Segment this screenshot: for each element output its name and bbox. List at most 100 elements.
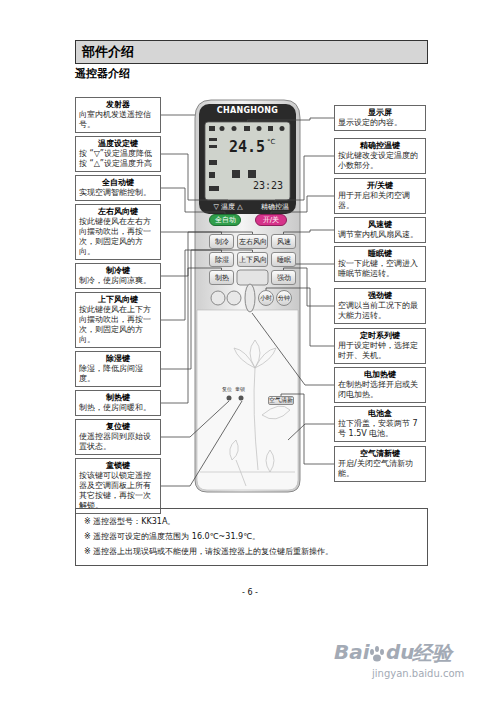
baidu-paw — [370, 646, 384, 662]
leader-line — [161, 154, 228, 202]
callout-title: 左右风向键 — [79, 207, 157, 217]
leader-line — [161, 401, 229, 437]
button-label: 上下风向 — [239, 255, 267, 265]
callout-title: 制热键 — [79, 393, 157, 403]
reset-hole — [227, 396, 232, 401]
callout-title: 风速键 — [338, 220, 422, 230]
lcd-reading: °C — [267, 138, 275, 146]
lcd-icons — [209, 126, 285, 191]
remote-body: CHANGHONG24.5°C23:23▽ 温度 △精确控温全自动开/关制冷左右… — [195, 100, 300, 492]
remote-button: 制冷 — [209, 234, 234, 249]
callout-box: 定时系列键用于设定时钟，选择定时开、关机。 — [334, 328, 426, 364]
strip-key: ▽ 温度 △ — [203, 202, 253, 211]
button-label: 风速 — [277, 237, 291, 247]
round-button — [227, 291, 241, 305]
callout-title: 上下风向键 — [79, 295, 157, 305]
button-label: 开/关 — [263, 215, 279, 225]
callout-text: 按此键改变设定温度的小数部分。 — [338, 151, 422, 171]
callout-title: 童锁键 — [79, 461, 157, 471]
callout-text: 按此键使风在上下方向摆动吹出，再按一次，则固定风的方向。 — [79, 305, 157, 345]
round-button — [211, 291, 225, 305]
callout-box: 电池盒拉下滑盖，安装两节 7 号 1.5V 电池。 — [334, 406, 426, 442]
lotus-decoration — [230, 340, 290, 486]
callout-title: 全自动键 — [79, 178, 157, 188]
remote-mark: 童锁 — [235, 386, 245, 392]
button-label: 睡眠 — [277, 255, 291, 265]
leader-line — [266, 288, 334, 346]
callout-box: 发射器向室内机发送遥控信号。 — [75, 97, 161, 133]
callout-box: 复位键使遥控器回到原始设置状态。 — [75, 419, 161, 455]
callout-text: 在制热时选择开启或关闭电加热。 — [338, 380, 422, 400]
leader-line — [248, 118, 335, 122]
watermark-url: jingyan.baidu.com — [372, 668, 464, 679]
callout-text: 向室内机发送遥控信号。 — [79, 110, 157, 130]
battery-cover — [197, 310, 298, 490]
round-button: 小时 — [258, 290, 274, 306]
callout-title: 强劲键 — [338, 291, 422, 301]
callout-title: 睡眠键 — [338, 249, 422, 259]
callout-title: 复位键 — [79, 422, 157, 432]
button-label: 制热 — [215, 273, 229, 283]
remote-housing — [195, 100, 300, 492]
callout-title: 温度设定键 — [79, 139, 157, 149]
lcd-panel — [205, 122, 290, 200]
callout-box: 制热键制热，使房间暖和。 — [75, 390, 161, 416]
callout-box: 童锁键按该键可以锁定遥控器及空调面板上所有其它按键，再按一次解锁。 — [75, 458, 161, 514]
callout-text: 按一下此键，空调进入睡眠节能运转。 — [338, 259, 422, 279]
callout-title: 空气清新键 — [338, 449, 422, 459]
callout-box: 精确控温键按此键改变设定温度的小数部分。 — [334, 138, 426, 174]
callout-title: 电加热键 — [338, 370, 422, 380]
button-label: 除湿 — [215, 255, 229, 265]
leader-line — [288, 424, 334, 440]
callout-title: 精确控温键 — [338, 141, 422, 151]
callout-text: 用于开启和关闭空调器。 — [338, 191, 422, 211]
leader-line — [161, 401, 242, 486]
callout-box: 温度设定键按 “▽”设定温度降低 按 “△”设定温度升高 — [75, 136, 161, 172]
leader-line — [161, 115, 195, 116]
callout-text: 用于设定时钟，选择定时开、关机。 — [338, 341, 422, 361]
button-label: ▽ 温度 △ — [213, 202, 242, 212]
button-label: 全自动 — [215, 215, 236, 225]
auto-button: 全自动 — [209, 214, 241, 226]
button-label: 空气清新 — [269, 397, 293, 404]
remote-button: 睡眠 — [271, 252, 296, 267]
callout-text: 除湿，降低房间湿度。 — [79, 364, 157, 384]
air-button: 空气清新 — [268, 396, 294, 405]
watermark: du — [386, 640, 415, 664]
note-line: ※ 遥控器可设定的温度范围为 16.0℃~31.9℃。 — [84, 529, 419, 544]
callout-text: 按此键使风在左右方向摆动吹出，再按一次，则固定风的方向。 — [79, 217, 157, 257]
lcd-reading: 23:23 — [253, 180, 283, 191]
callout-text: 拉下滑盖，安装两节 7 号 1.5V 电池。 — [338, 419, 422, 439]
remote-mark: 复位 — [222, 386, 232, 392]
callout-box: 上下风向键按此键使风在上下方向摆动吹出，再按一次，则固定风的方向。 — [75, 292, 161, 348]
notes-box: ※ 遥控器型号：KK31A。※ 遥控器可设定的温度范围为 16.0℃~31.9℃… — [75, 508, 428, 566]
callout-title: 发射器 — [79, 100, 157, 110]
callout-box: 强劲键空调以当前工况下的最大能力运转。 — [334, 288, 426, 324]
remote-button: 风速 — [271, 234, 296, 249]
leader-line — [252, 313, 334, 385]
section-band: 部件介绍 — [75, 40, 428, 64]
callout-box: 电加热键在制热时选择开启或关闭电加热。 — [334, 367, 426, 403]
callout-text: 按 “▽”设定温度降低 按 “△”设定温度升高 — [79, 149, 157, 169]
strip-key: 精确控温 — [257, 202, 293, 211]
blank-button — [237, 270, 268, 285]
round-button: 分钟 — [276, 290, 292, 306]
button-label: 强劲 — [277, 273, 291, 283]
remote-button: 左右风向 — [237, 234, 268, 249]
section-title: 部件介绍 — [82, 43, 421, 61]
callout-box: 开/关键用于开启和关闭空调器。 — [334, 178, 426, 214]
callout-box: 全自动键实现空调智能控制。 — [75, 175, 161, 201]
watermark: Bai — [334, 640, 370, 664]
leader-line — [161, 268, 222, 403]
remote-button: 上下风向 — [237, 252, 268, 267]
leader-line — [275, 156, 334, 202]
callout-text: 制热，使房间暖和。 — [79, 403, 157, 413]
button-label: 精确控温 — [261, 202, 289, 212]
brand-name: CHANGHONG — [195, 100, 300, 115]
lock-hole — [239, 396, 244, 401]
page-number: - 6 - — [0, 588, 500, 597]
callout-title: 除湿键 — [79, 354, 157, 364]
callout-box: 除湿键除湿，降低房间湿度。 — [75, 351, 161, 387]
callout-box: 显示屏显示设定的内容。 — [334, 105, 426, 131]
